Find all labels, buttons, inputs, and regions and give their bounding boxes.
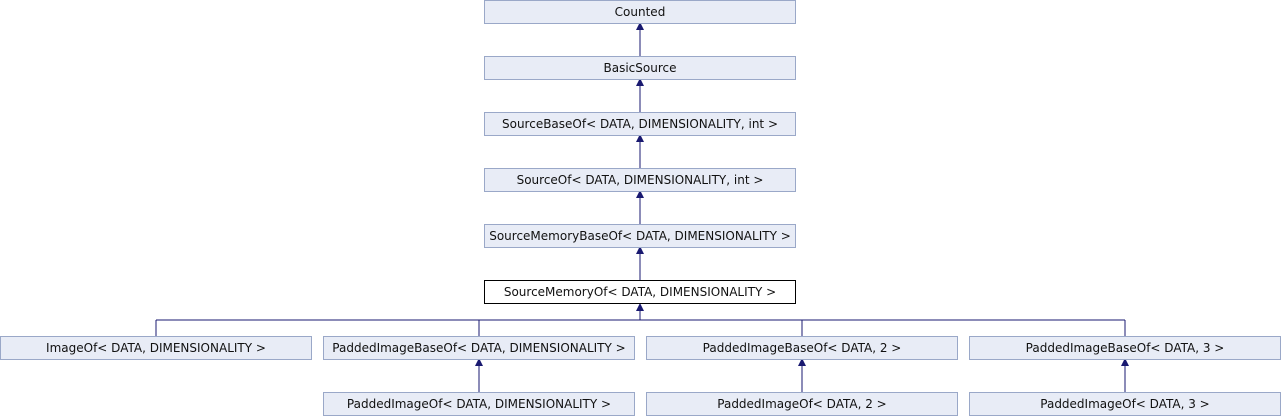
node-source-memory-base-of[interactable]: SourceMemoryBaseOf< DATA, DIMENSIONALITY…: [484, 224, 796, 248]
node-padded-image-of-3[interactable]: PaddedImageOf< DATA, 3 >: [969, 392, 1281, 416]
node-basic-source[interactable]: BasicSource: [484, 56, 796, 80]
node-padded-image-base-of-2[interactable]: PaddedImageBaseOf< DATA, 2 >: [646, 336, 958, 360]
node-source-memory-of-current: SourceMemoryOf< DATA, DIMENSIONALITY >: [484, 280, 796, 304]
node-padded-image-of[interactable]: PaddedImageOf< DATA, DIMENSIONALITY >: [323, 392, 635, 416]
node-padded-image-base-of[interactable]: PaddedImageBaseOf< DATA, DIMENSIONALITY …: [323, 336, 635, 360]
node-padded-image-base-of-3[interactable]: PaddedImageBaseOf< DATA, 3 >: [969, 336, 1281, 360]
node-image-of[interactable]: ImageOf< DATA, DIMENSIONALITY >: [0, 336, 312, 360]
node-padded-image-of-2[interactable]: PaddedImageOf< DATA, 2 >: [646, 392, 958, 416]
node-source-base-of[interactable]: SourceBaseOf< DATA, DIMENSIONALITY, int …: [484, 112, 796, 136]
node-source-of[interactable]: SourceOf< DATA, DIMENSIONALITY, int >: [484, 168, 796, 192]
node-counted[interactable]: Counted: [484, 0, 796, 24]
